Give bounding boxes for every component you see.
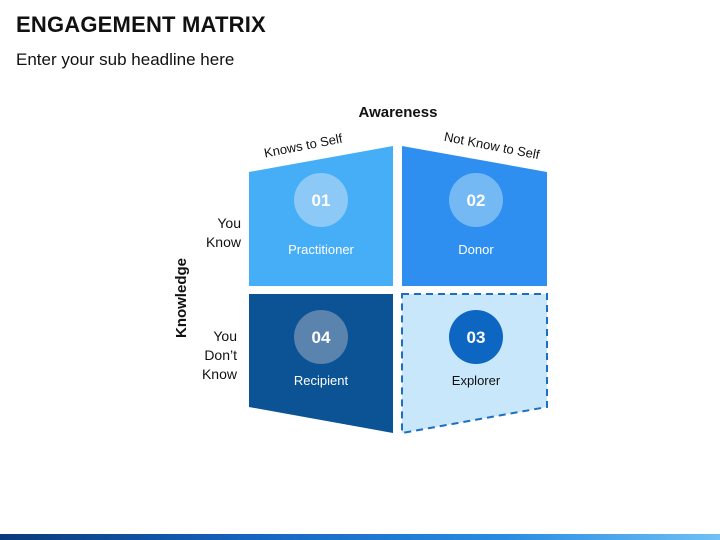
quadrant-label: Explorer [452,373,501,388]
column-label-knows-to-self: Knows to Self [263,131,344,161]
number-circle [294,310,348,364]
row-label-you-dont-know-line3: Know [202,366,238,382]
quadrant-number: 02 [467,191,486,210]
quadrant-label: Practitioner [288,242,354,257]
quadrant-recipient: 04 Recipient [249,294,393,433]
awareness-axis-label: Awareness [359,104,438,121]
quadrant-number: 03 [467,328,486,347]
page-title: ENGAGEMENT MATRIX [16,12,266,37]
number-circle [449,310,503,364]
row-label-you-dont-know-line1: You [213,328,237,344]
footer-accent-bar [0,534,720,540]
knowledge-axis-label: Knowledge [173,258,190,338]
number-circle [294,173,348,227]
number-circle [449,173,503,227]
quadrant-label: Recipient [294,373,349,388]
row-label-you-know-line1: You [217,215,241,231]
quadrant-number: 01 [312,191,331,210]
row-label-you-know-line2: Know [206,234,242,250]
quadrant-explorer: 03 Explorer [401,293,548,435]
quadrant-donor: 02 Donor [402,146,547,286]
quadrant-practitioner: 01 Practitioner [249,146,393,286]
quadrant-number: 04 [312,328,331,347]
page-subtitle: Enter your sub headline here [16,50,235,69]
quadrant-label: Donor [458,242,494,257]
row-label-you-dont-know-line2: Don’t [204,347,237,363]
